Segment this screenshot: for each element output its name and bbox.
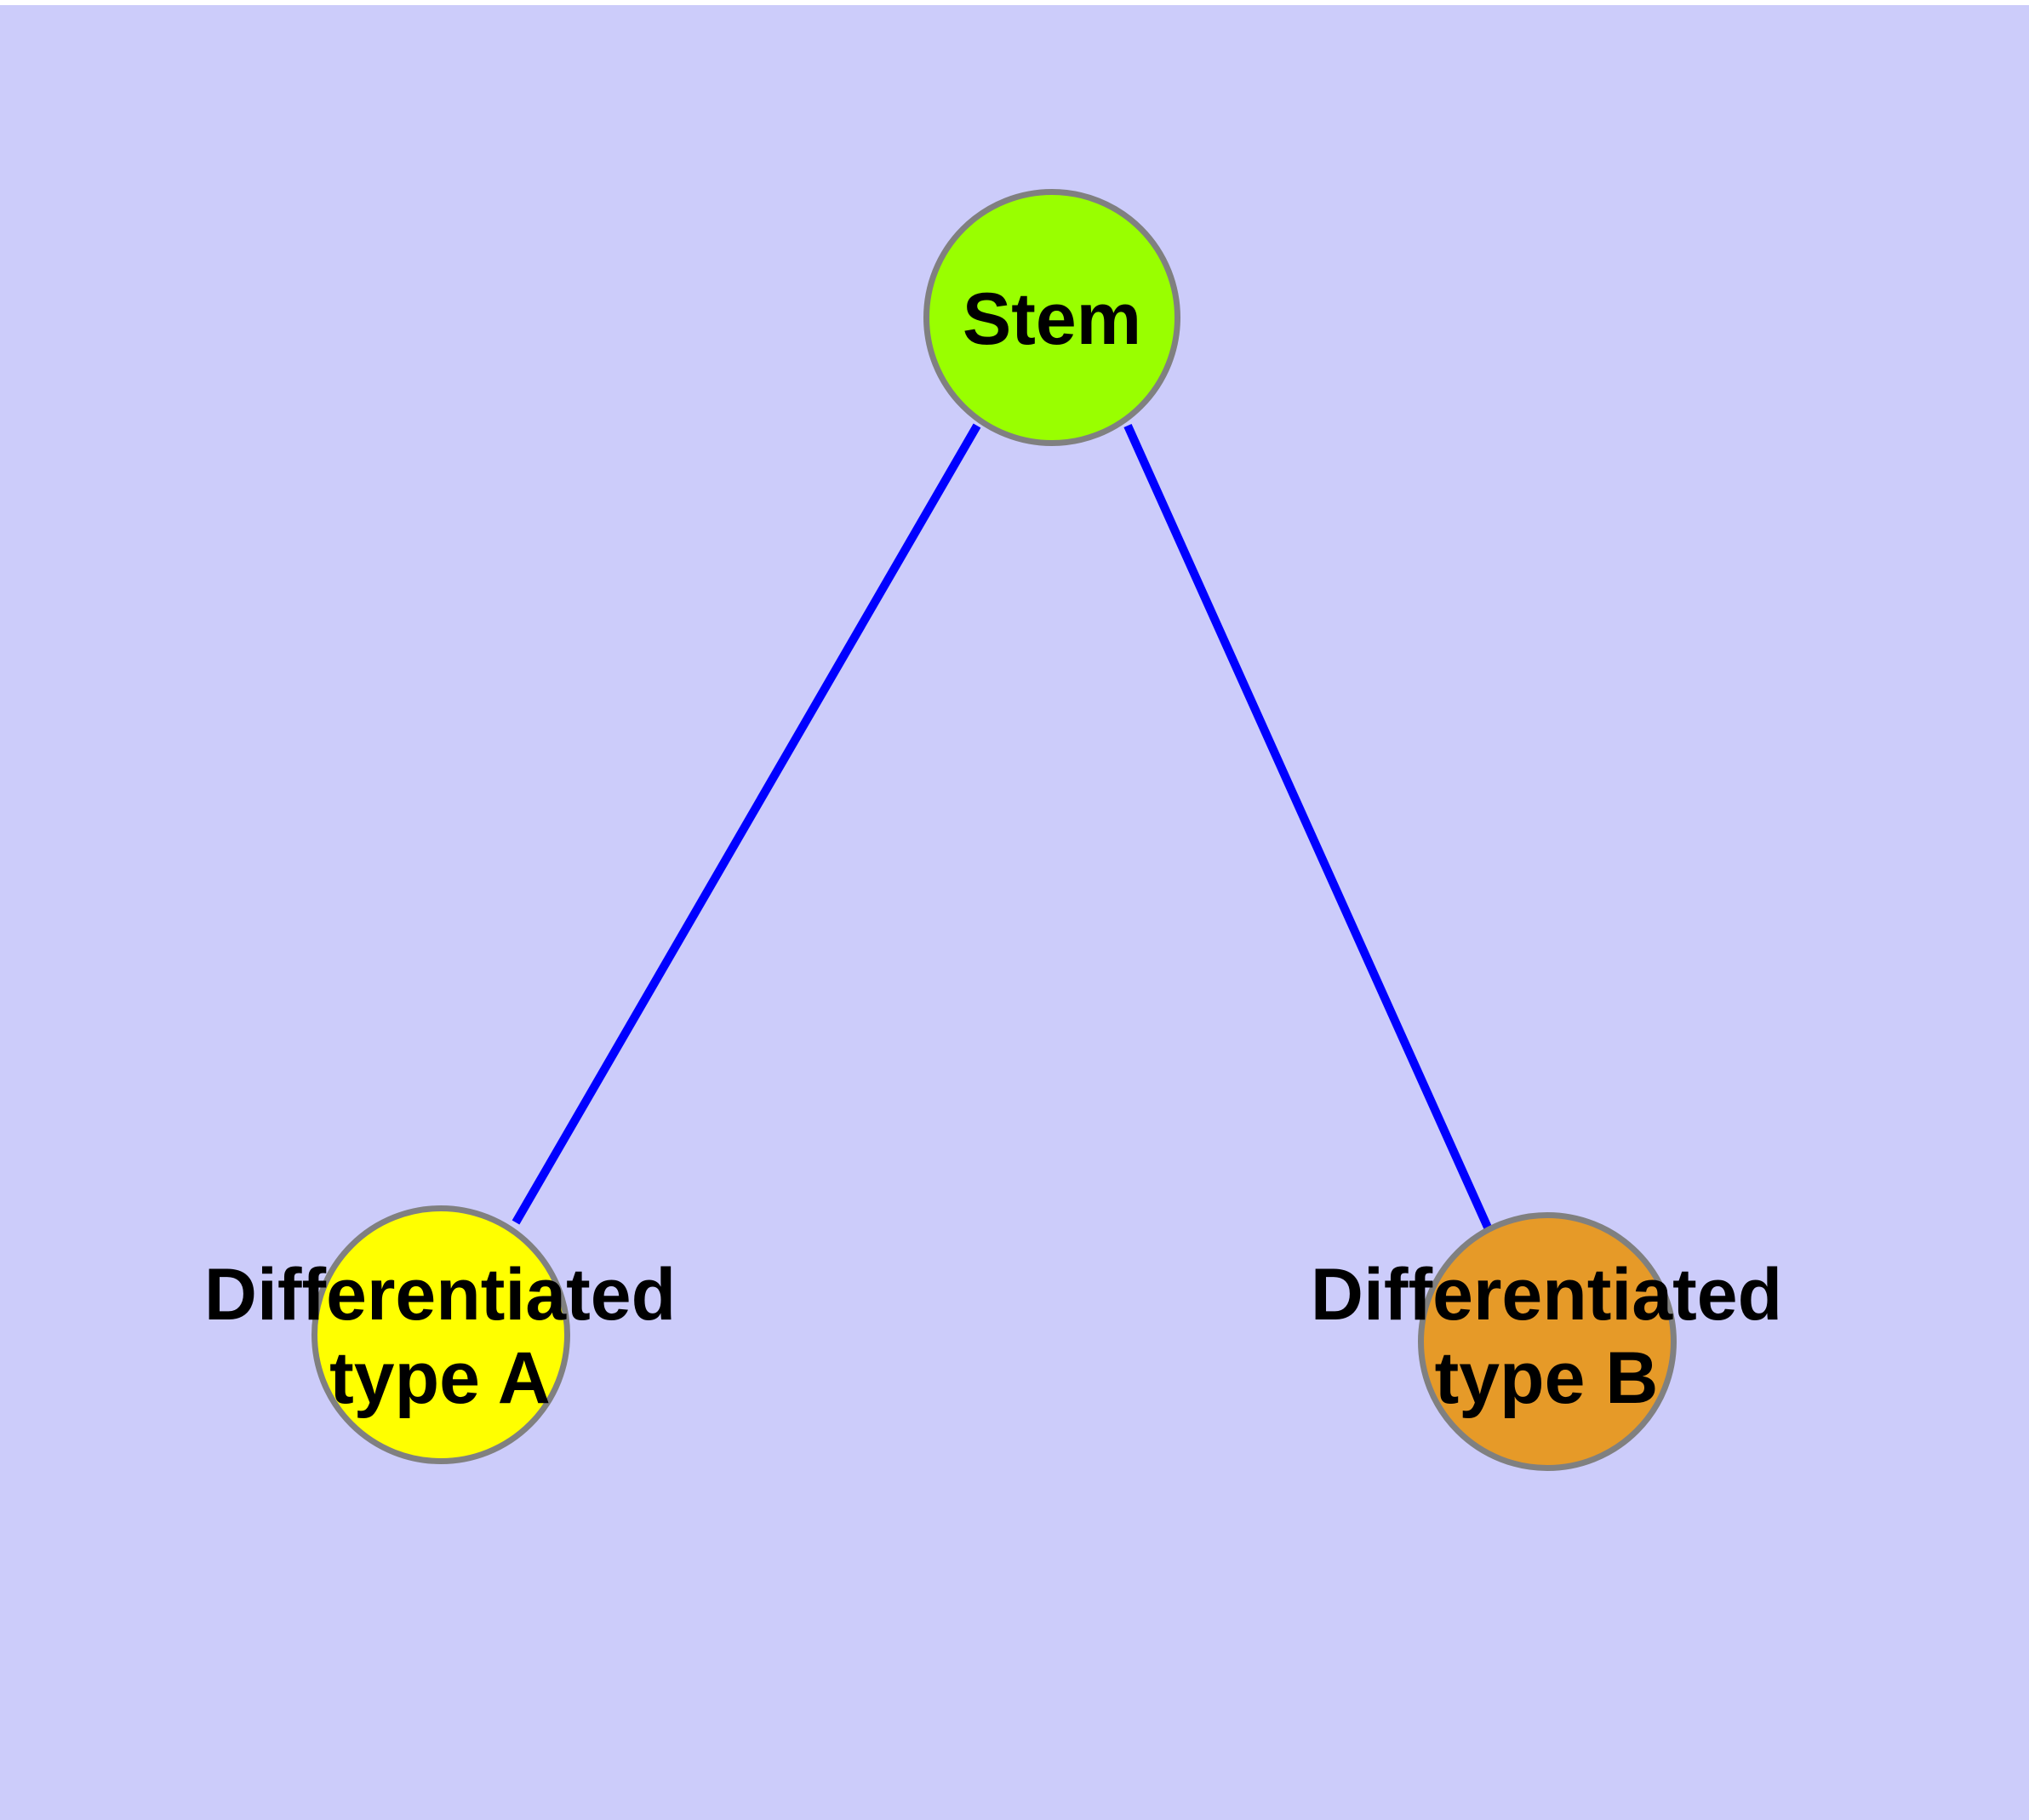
node-stem[interactable] bbox=[923, 189, 1180, 446]
edge-stem-to-diff-a bbox=[512, 423, 981, 1225]
edge-stem-to-diff-b bbox=[1123, 423, 1493, 1232]
edge-layer bbox=[512, 423, 1493, 1232]
node-differentiated-type-b[interactable] bbox=[1418, 1212, 1677, 1471]
node-differentiated-type-a[interactable] bbox=[311, 1205, 570, 1464]
